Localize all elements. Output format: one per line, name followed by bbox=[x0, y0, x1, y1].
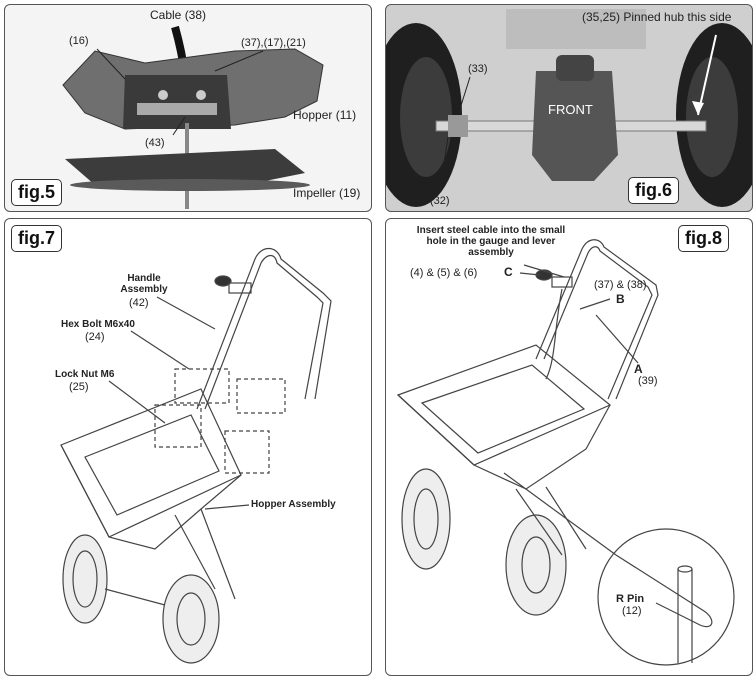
impeller-disc bbox=[70, 179, 310, 191]
gate-plate-shape bbox=[123, 75, 231, 129]
fig6-badge: fig.6 bbox=[628, 177, 680, 204]
left-wheel-7 bbox=[62, 534, 108, 624]
leader-handle bbox=[156, 296, 216, 330]
left-wheel-8-rim bbox=[413, 488, 439, 550]
fig7-illustration bbox=[60, 247, 332, 664]
fig5-part37-label: (37),(17),(21) bbox=[241, 37, 306, 49]
fig8-parts456-label: (4) & (5) & (6) bbox=[410, 267, 478, 279]
fig7-bolt-num: (24) bbox=[85, 331, 105, 343]
dashed-box-4 bbox=[224, 430, 270, 474]
fig7-handle-num: (42) bbox=[129, 297, 149, 309]
hopper-rim-8 bbox=[420, 364, 586, 454]
dashed-box-2 bbox=[236, 378, 286, 414]
right-wheel-8 bbox=[505, 514, 567, 616]
fig6-front-label: FRONT bbox=[548, 102, 593, 117]
axle-7 bbox=[104, 588, 166, 606]
dashed-box-1 bbox=[174, 368, 230, 404]
left-wheel-7-rim bbox=[72, 550, 98, 608]
hopper-rim-inner bbox=[84, 414, 220, 516]
fig5-impeller-label: Impeller (19) bbox=[293, 186, 361, 200]
pinned-arrowhead bbox=[692, 101, 704, 115]
left-wheel-rim bbox=[400, 57, 452, 177]
fig7-badge: fig.7 bbox=[11, 225, 63, 252]
hopper-side bbox=[60, 444, 242, 550]
fig5-cable-label: Cable (38) bbox=[150, 8, 207, 22]
fig8-rpin-num: (12) bbox=[622, 605, 642, 617]
leader-c bbox=[519, 272, 541, 276]
hopper-top-8 bbox=[396, 344, 612, 466]
fig6-panel: (35,25) Pinned hub this side (33) FRONT … bbox=[385, 4, 753, 212]
fig8-panel: Insert steel cable into the small hole i… bbox=[385, 218, 753, 676]
fig8-instruction-label: Insert steel cable into the small hole i… bbox=[416, 225, 566, 258]
leader-bolt bbox=[130, 330, 190, 370]
fig7-bolt-title: Hex Bolt M6x40 bbox=[61, 319, 135, 330]
handle-frame-8 bbox=[535, 239, 659, 400]
dashed-box-3 bbox=[154, 404, 202, 448]
leader-instruction bbox=[523, 264, 565, 278]
shutter-shape bbox=[137, 103, 217, 115]
fig7-nut-title: Lock Nut M6 bbox=[55, 369, 115, 380]
fig7-hopper-asm-label: Hopper Assembly bbox=[251, 499, 336, 510]
screw-left bbox=[158, 90, 168, 100]
fig8-parts3738-label: (37) & (38) bbox=[594, 279, 647, 291]
rpin-shaft bbox=[677, 569, 693, 663]
fig6-illustration bbox=[386, 9, 752, 207]
rpin-shape bbox=[615, 554, 713, 628]
lever-block bbox=[228, 282, 252, 294]
fig8-badge: fig.8 bbox=[678, 225, 730, 252]
frame-shape bbox=[506, 9, 646, 49]
leader-33 bbox=[457, 76, 471, 116]
right-wheel-7 bbox=[162, 574, 220, 664]
leader-32 bbox=[439, 136, 449, 192]
leader-16 bbox=[96, 48, 126, 80]
fig5-part43-label: (43) bbox=[145, 137, 165, 149]
cable-8 bbox=[545, 288, 563, 380]
right-wheel-7-rim bbox=[176, 592, 206, 646]
fig8-illustration bbox=[396, 239, 735, 666]
rpin-shaft-top bbox=[677, 565, 693, 573]
fig8-part39-label: (39) bbox=[638, 375, 658, 387]
pinned-arrow bbox=[697, 34, 717, 116]
left-hub-bush bbox=[448, 115, 468, 137]
fig5-panel: Cable (38) (16) (37),(17),(21) Hopper (1… bbox=[4, 4, 372, 212]
impeller-shape bbox=[65, 149, 305, 185]
leader-hopper bbox=[204, 504, 250, 510]
fig8-letter-b: B bbox=[616, 292, 625, 306]
fig7-nut-num: (25) bbox=[69, 381, 89, 393]
right-wheel-rim bbox=[686, 57, 738, 177]
fig6-pinned-label: (35,25) Pinned hub this side bbox=[582, 10, 732, 24]
leader-b bbox=[579, 298, 611, 310]
lever-block-8 bbox=[551, 276, 573, 288]
hopper-legs bbox=[174, 508, 236, 600]
handle-frame-inner bbox=[204, 254, 324, 410]
fig8-letter-c: C bbox=[504, 265, 513, 279]
handle-frame bbox=[196, 247, 332, 410]
gearbox-top bbox=[556, 55, 594, 81]
fig6-part33-label: (33) bbox=[468, 63, 488, 75]
handle-frame-8-inner bbox=[543, 246, 653, 400]
fig5-hopper-label: Hopper (11) bbox=[293, 108, 357, 122]
fig8-letter-a: A bbox=[634, 362, 643, 376]
fig5-part16-label: (16) bbox=[69, 35, 89, 47]
leader-a bbox=[595, 314, 639, 364]
fig7-panel: fig.7 Handle Assembly (42) Hex Bolt M6x4… bbox=[4, 218, 372, 676]
fig8-rpin-title: R Pin bbox=[616, 593, 645, 605]
leader-37 bbox=[214, 50, 264, 72]
leader-43 bbox=[172, 116, 186, 136]
fig6-part32-label: (32) bbox=[430, 195, 450, 207]
lever-knob bbox=[214, 275, 232, 287]
left-wheel-8 bbox=[401, 468, 451, 570]
screw-right bbox=[196, 90, 206, 100]
fig5-illustration bbox=[62, 25, 324, 209]
fig7-handle-title: Handle Assembly bbox=[120, 273, 168, 295]
fig5-badge: fig.5 bbox=[11, 179, 63, 206]
rpin-zoom-circle bbox=[597, 528, 735, 666]
right-wheel-8-rim bbox=[521, 536, 551, 594]
leader-nut bbox=[108, 380, 166, 424]
zoom-leader bbox=[503, 472, 617, 556]
gearbox-shape bbox=[532, 71, 618, 181]
